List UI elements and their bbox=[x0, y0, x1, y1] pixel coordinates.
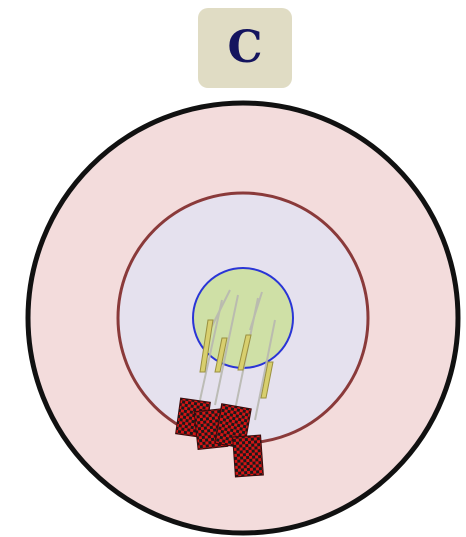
cluster-4 bbox=[233, 435, 264, 477]
